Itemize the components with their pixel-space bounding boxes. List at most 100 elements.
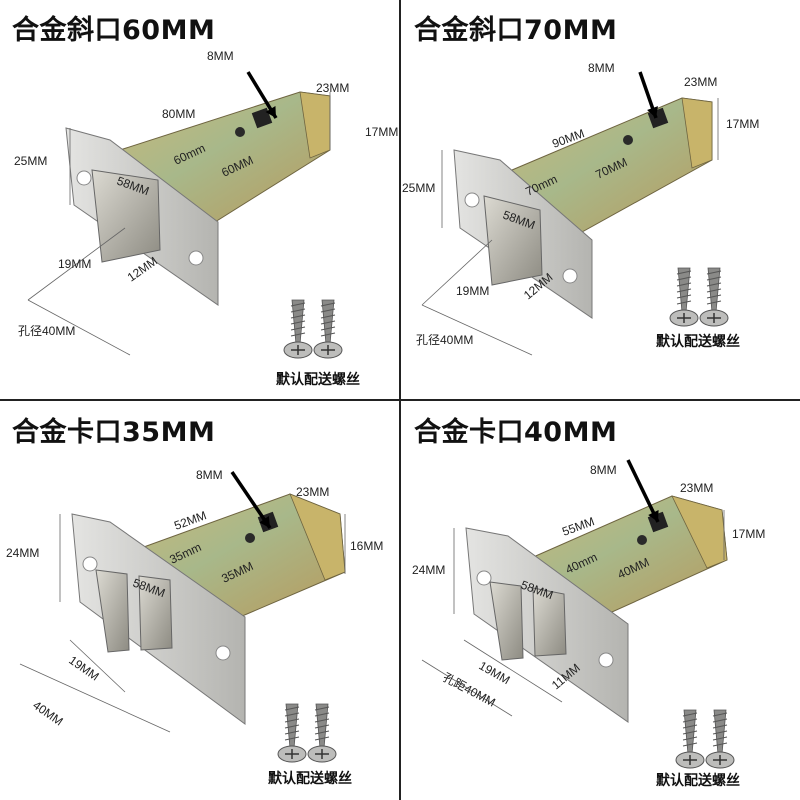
notched-bolt-left <box>489 581 524 661</box>
screw-thread <box>320 314 336 319</box>
dim-label-plate: 25MM <box>402 181 435 195</box>
screws-caption: 默认配送螺丝 <box>268 770 352 787</box>
screw-thread <box>706 270 722 275</box>
screws-caption: 默认配送螺丝 <box>656 772 740 789</box>
pointer-arrow-shaft <box>626 459 660 523</box>
screw-thread <box>290 320 306 325</box>
screw-thread <box>676 282 692 287</box>
dim-label-plate: 24MM <box>6 546 39 560</box>
dim-label-height: 17MM <box>365 125 398 139</box>
screw-thread <box>706 276 722 281</box>
horizontal-divider <box>0 399 800 401</box>
screw-thread <box>314 718 330 723</box>
screw-thread <box>290 326 306 331</box>
screw-thread <box>290 314 306 319</box>
screw-thread <box>682 712 698 717</box>
screw-hole <box>82 556 98 572</box>
screw-thread <box>676 288 692 293</box>
rivet-hole <box>637 535 647 545</box>
screw-thread <box>712 712 728 717</box>
screw-thread <box>284 712 300 717</box>
screw-thread <box>676 270 692 275</box>
screw-thread <box>712 742 728 747</box>
screw-thread <box>284 724 300 729</box>
screw-thread <box>320 332 336 337</box>
dim-label-height: 17MM <box>732 527 765 541</box>
dimension-line <box>69 639 126 693</box>
screw-hole <box>598 652 614 668</box>
dim-label-height: 16MM <box>350 539 383 553</box>
latch-illustration: 35mm8MM23MM52MM16MM35MM24MM58MM19MM40MM默… <box>6 468 383 787</box>
pointer-arrow-head <box>259 516 270 528</box>
dim-label-pitch: 40MM <box>30 698 65 729</box>
screw-thread <box>314 730 330 735</box>
dim-label-hole: 8MM <box>590 463 617 477</box>
dimension-line <box>421 304 533 356</box>
dimension-line <box>421 659 513 717</box>
dim-label-hole: 8MM <box>588 61 615 75</box>
dim-label-bolt-w: 19MM <box>456 284 489 298</box>
pointer-arrow-head <box>265 106 276 118</box>
latch-body-end <box>671 495 728 569</box>
latch-body-end <box>681 97 713 169</box>
panel-title: 合金斜口60MM <box>12 15 216 46</box>
dim-label-bolt-w: 19MM <box>66 653 101 684</box>
dim-label-height: 17MM <box>726 117 759 131</box>
panel-title: 合金卡口40MM <box>414 417 618 448</box>
spindle-hole <box>251 107 273 129</box>
dim-label-width: 23MM <box>680 481 713 495</box>
screw-thread <box>712 724 728 729</box>
slanted-latch-bolt <box>91 169 161 263</box>
screw-thread <box>706 300 722 305</box>
screw-thread <box>682 742 698 747</box>
screw-hole <box>188 250 204 266</box>
pointer-arrow-head <box>648 510 659 522</box>
rivet-hole <box>245 533 255 543</box>
dimension-line <box>421 239 493 306</box>
rivet-hole <box>623 135 633 145</box>
dim-label-bolt-w: 19MM <box>58 257 91 271</box>
dim-label-length: 80MM <box>162 107 195 121</box>
screw-thread <box>682 736 698 741</box>
dim-label-pitch: 孔径40MM <box>416 333 473 347</box>
screw-thread <box>284 718 300 723</box>
screw-thread <box>284 706 300 711</box>
screw-thread <box>712 718 728 723</box>
screw-thread <box>320 308 336 313</box>
screw-thread <box>320 302 336 307</box>
dim-label-width: 23MM <box>684 75 717 89</box>
dimension-line <box>19 663 171 733</box>
dim-label-hole: 8MM <box>207 49 234 63</box>
screws-caption: 默认配送螺丝 <box>656 333 740 350</box>
dim-label-bolt-d: 12MM <box>125 254 160 285</box>
screw-thread <box>682 730 698 735</box>
screw-thread <box>320 326 336 331</box>
screw-hole <box>562 268 578 284</box>
screws-caption: 默认配送螺丝 <box>276 371 360 388</box>
dim-label-bolt-w: 19MM <box>477 658 513 687</box>
dim-label-plate: 25MM <box>14 154 47 168</box>
pointer-arrow-head <box>647 106 658 118</box>
dim-label-hole: 8MM <box>196 468 223 482</box>
screw-hole <box>476 570 492 586</box>
notched-bolt-left <box>95 569 130 653</box>
screw-thread <box>320 320 336 325</box>
pointer-arrow-shaft <box>230 471 272 529</box>
dimension-line <box>463 639 563 703</box>
screw-thread <box>682 724 698 729</box>
slanted-latch-bolt <box>483 195 543 286</box>
rivet-hole <box>235 127 245 137</box>
dim-label-pitch: 孔径40MM <box>18 324 75 338</box>
screw-thread <box>290 332 306 337</box>
screw-thread <box>314 712 330 717</box>
screw-thread <box>290 302 306 307</box>
screw-thread <box>314 706 330 711</box>
notched-bolt-right <box>532 587 567 657</box>
screw-thread <box>712 730 728 735</box>
